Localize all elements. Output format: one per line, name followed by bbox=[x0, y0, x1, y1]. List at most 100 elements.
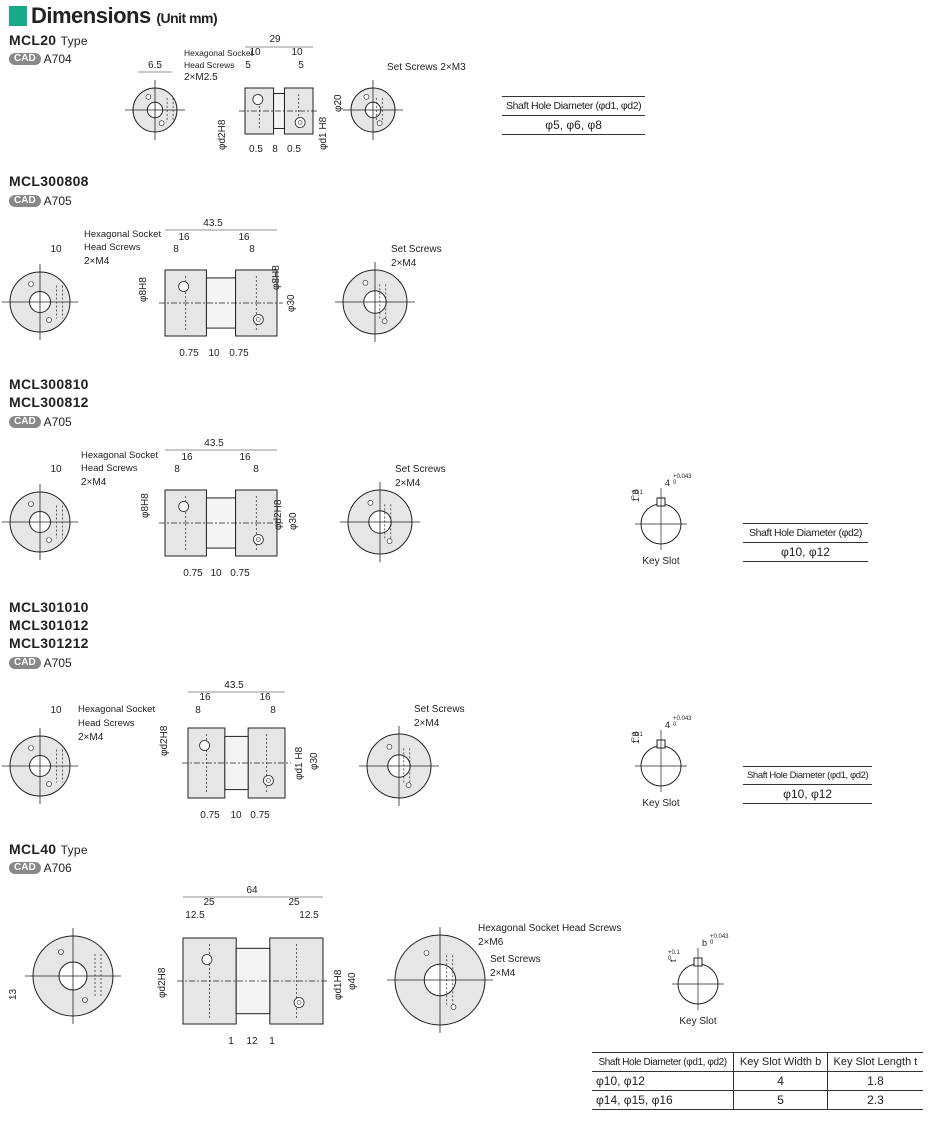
dimension-label: 2×M4 bbox=[84, 256, 110, 267]
dimension-label: 6.5 bbox=[148, 60, 162, 71]
dimension-label: Set Screws bbox=[414, 704, 465, 715]
table-cell: φ10, φ12 bbox=[743, 542, 868, 562]
drawing-circle bbox=[363, 94, 370, 100]
drawing-circle bbox=[28, 745, 34, 751]
table-cell: φ14, φ15, φ16 bbox=[592, 1090, 734, 1110]
page-title: Dimensions (Unit mm) bbox=[31, 3, 218, 28]
model-label: MCL40 Type bbox=[9, 841, 88, 857]
drawing-circle bbox=[28, 281, 34, 287]
dimension-label: φ30 bbox=[286, 294, 297, 312]
dimension-label: 16 bbox=[178, 232, 190, 243]
drawing-circle bbox=[376, 120, 383, 126]
dimension-label: 0.5 bbox=[249, 144, 263, 155]
dimension-label: Head Screws bbox=[81, 463, 138, 474]
model-label: MCL301012 bbox=[9, 617, 89, 633]
table-row: φ10, φ12 bbox=[743, 542, 868, 562]
drawing-circle bbox=[367, 499, 374, 506]
model-label: MCL301010 bbox=[9, 599, 89, 615]
dimension-label: Key Slot bbox=[642, 556, 679, 567]
dimension-label: Hexagonal Socket bbox=[84, 229, 161, 240]
dimension-label: 43.5 bbox=[204, 438, 224, 449]
dimension-label: 12.5 bbox=[299, 910, 319, 921]
dimension-label: 0.75 bbox=[179, 348, 199, 359]
dimension-label: 43.5 bbox=[224, 680, 244, 691]
dimension-label: φd1H8 bbox=[333, 969, 344, 1000]
model-label: MCL300812 bbox=[9, 394, 89, 410]
dimension-label: 25 bbox=[288, 897, 300, 908]
drawing-circle bbox=[145, 94, 152, 100]
dimension-label: φ20 bbox=[333, 94, 344, 112]
drawing-circle bbox=[82, 997, 88, 1003]
dimension-label: t bbox=[668, 959, 678, 962]
drawing-rect bbox=[224, 735, 249, 791]
cad-badge: CAD bbox=[9, 657, 41, 669]
dimension-label: 43.5 bbox=[203, 218, 223, 229]
dimension-label: 16 bbox=[181, 452, 193, 463]
dimension-label: 0 bbox=[631, 496, 635, 502]
drawing-circle bbox=[252, 94, 264, 105]
drawing-circle bbox=[296, 1000, 302, 1005]
drawing-circle bbox=[46, 781, 52, 787]
model-label: MCL300810 bbox=[9, 376, 89, 392]
dimension-label: Set Screws bbox=[490, 954, 541, 965]
cad-badge: CAD bbox=[9, 416, 41, 428]
cad-badge: CAD bbox=[9, 53, 41, 65]
dimension-label: Key Slot bbox=[679, 1016, 716, 1027]
table-cell: 1.8 bbox=[826, 1071, 923, 1091]
dimension-label: 8 bbox=[270, 705, 276, 716]
drawing-circle bbox=[386, 538, 393, 545]
dimension-label: 16 bbox=[239, 452, 251, 463]
dimension-label: 10 bbox=[249, 47, 261, 58]
dimension-label: 10 bbox=[291, 47, 303, 58]
dimension-label: +0.043 bbox=[673, 716, 692, 722]
cad-badge: CAD bbox=[9, 862, 41, 874]
drawing-circle bbox=[178, 281, 190, 292]
dimension-label: 8 bbox=[173, 244, 179, 255]
drawing-circle bbox=[199, 740, 210, 751]
shaft-hole-table: Shaft Hole Diameter (φd1, φd2) φ5, φ6, φ… bbox=[502, 96, 646, 135]
dimension-label: 0.75 bbox=[200, 810, 220, 821]
dimension-label: φd1 H8 bbox=[318, 116, 329, 150]
dimension-label: 2×M4 bbox=[81, 477, 107, 488]
drawing-circle bbox=[381, 318, 388, 325]
table-cell: 4 bbox=[733, 1071, 828, 1091]
drawing-circle bbox=[297, 120, 303, 125]
table-row: φ10, φ12 bbox=[743, 784, 873, 804]
dimension-label: 5 bbox=[245, 60, 251, 71]
dimension-label: 8 bbox=[249, 244, 255, 255]
table-cell: φ10, φ12 bbox=[592, 1071, 734, 1091]
dimension-label: 8 bbox=[272, 144, 278, 155]
dimension-label: Key Slot bbox=[642, 798, 679, 809]
drawing-circle bbox=[201, 954, 213, 965]
dimension-label: φd2H8 bbox=[159, 725, 170, 756]
dimension-label: 25 bbox=[203, 897, 215, 908]
dimension-label: φd2H8 bbox=[217, 119, 228, 150]
drawing-circle bbox=[423, 950, 430, 956]
unit-label: (Unit mm) bbox=[156, 10, 218, 26]
dimension-label: 2×M4 bbox=[490, 968, 516, 979]
dimension-label: 1.8 bbox=[631, 489, 641, 502]
drawing-circle bbox=[28, 501, 34, 507]
dimension-label: 8 bbox=[174, 464, 180, 475]
drawing-circle bbox=[46, 317, 52, 323]
dimension-label: φd1 H8 bbox=[294, 746, 305, 780]
dimension-label: +0.043 bbox=[673, 474, 692, 480]
dimension-label: Head Screws bbox=[84, 242, 141, 253]
dimension-label: 2×M4 bbox=[391, 258, 417, 269]
table-row: φ5, φ6, φ8 bbox=[502, 115, 646, 135]
dimension-label: 0.5 bbox=[287, 144, 301, 155]
dimension-label: 10 bbox=[208, 348, 220, 359]
table-header: Shaft Hole Diameter (φd2) bbox=[743, 523, 868, 543]
dimension-label: Head Screws bbox=[184, 60, 235, 70]
dimension-label: 12 bbox=[246, 1036, 258, 1047]
dimension-label: Set Screws bbox=[395, 464, 446, 475]
cad-badge: CAD bbox=[9, 195, 41, 207]
dimension-label: φ8H8 bbox=[140, 493, 151, 518]
dimension-label: +0.1 bbox=[631, 732, 644, 738]
dimension-label: 1 bbox=[228, 1036, 234, 1047]
